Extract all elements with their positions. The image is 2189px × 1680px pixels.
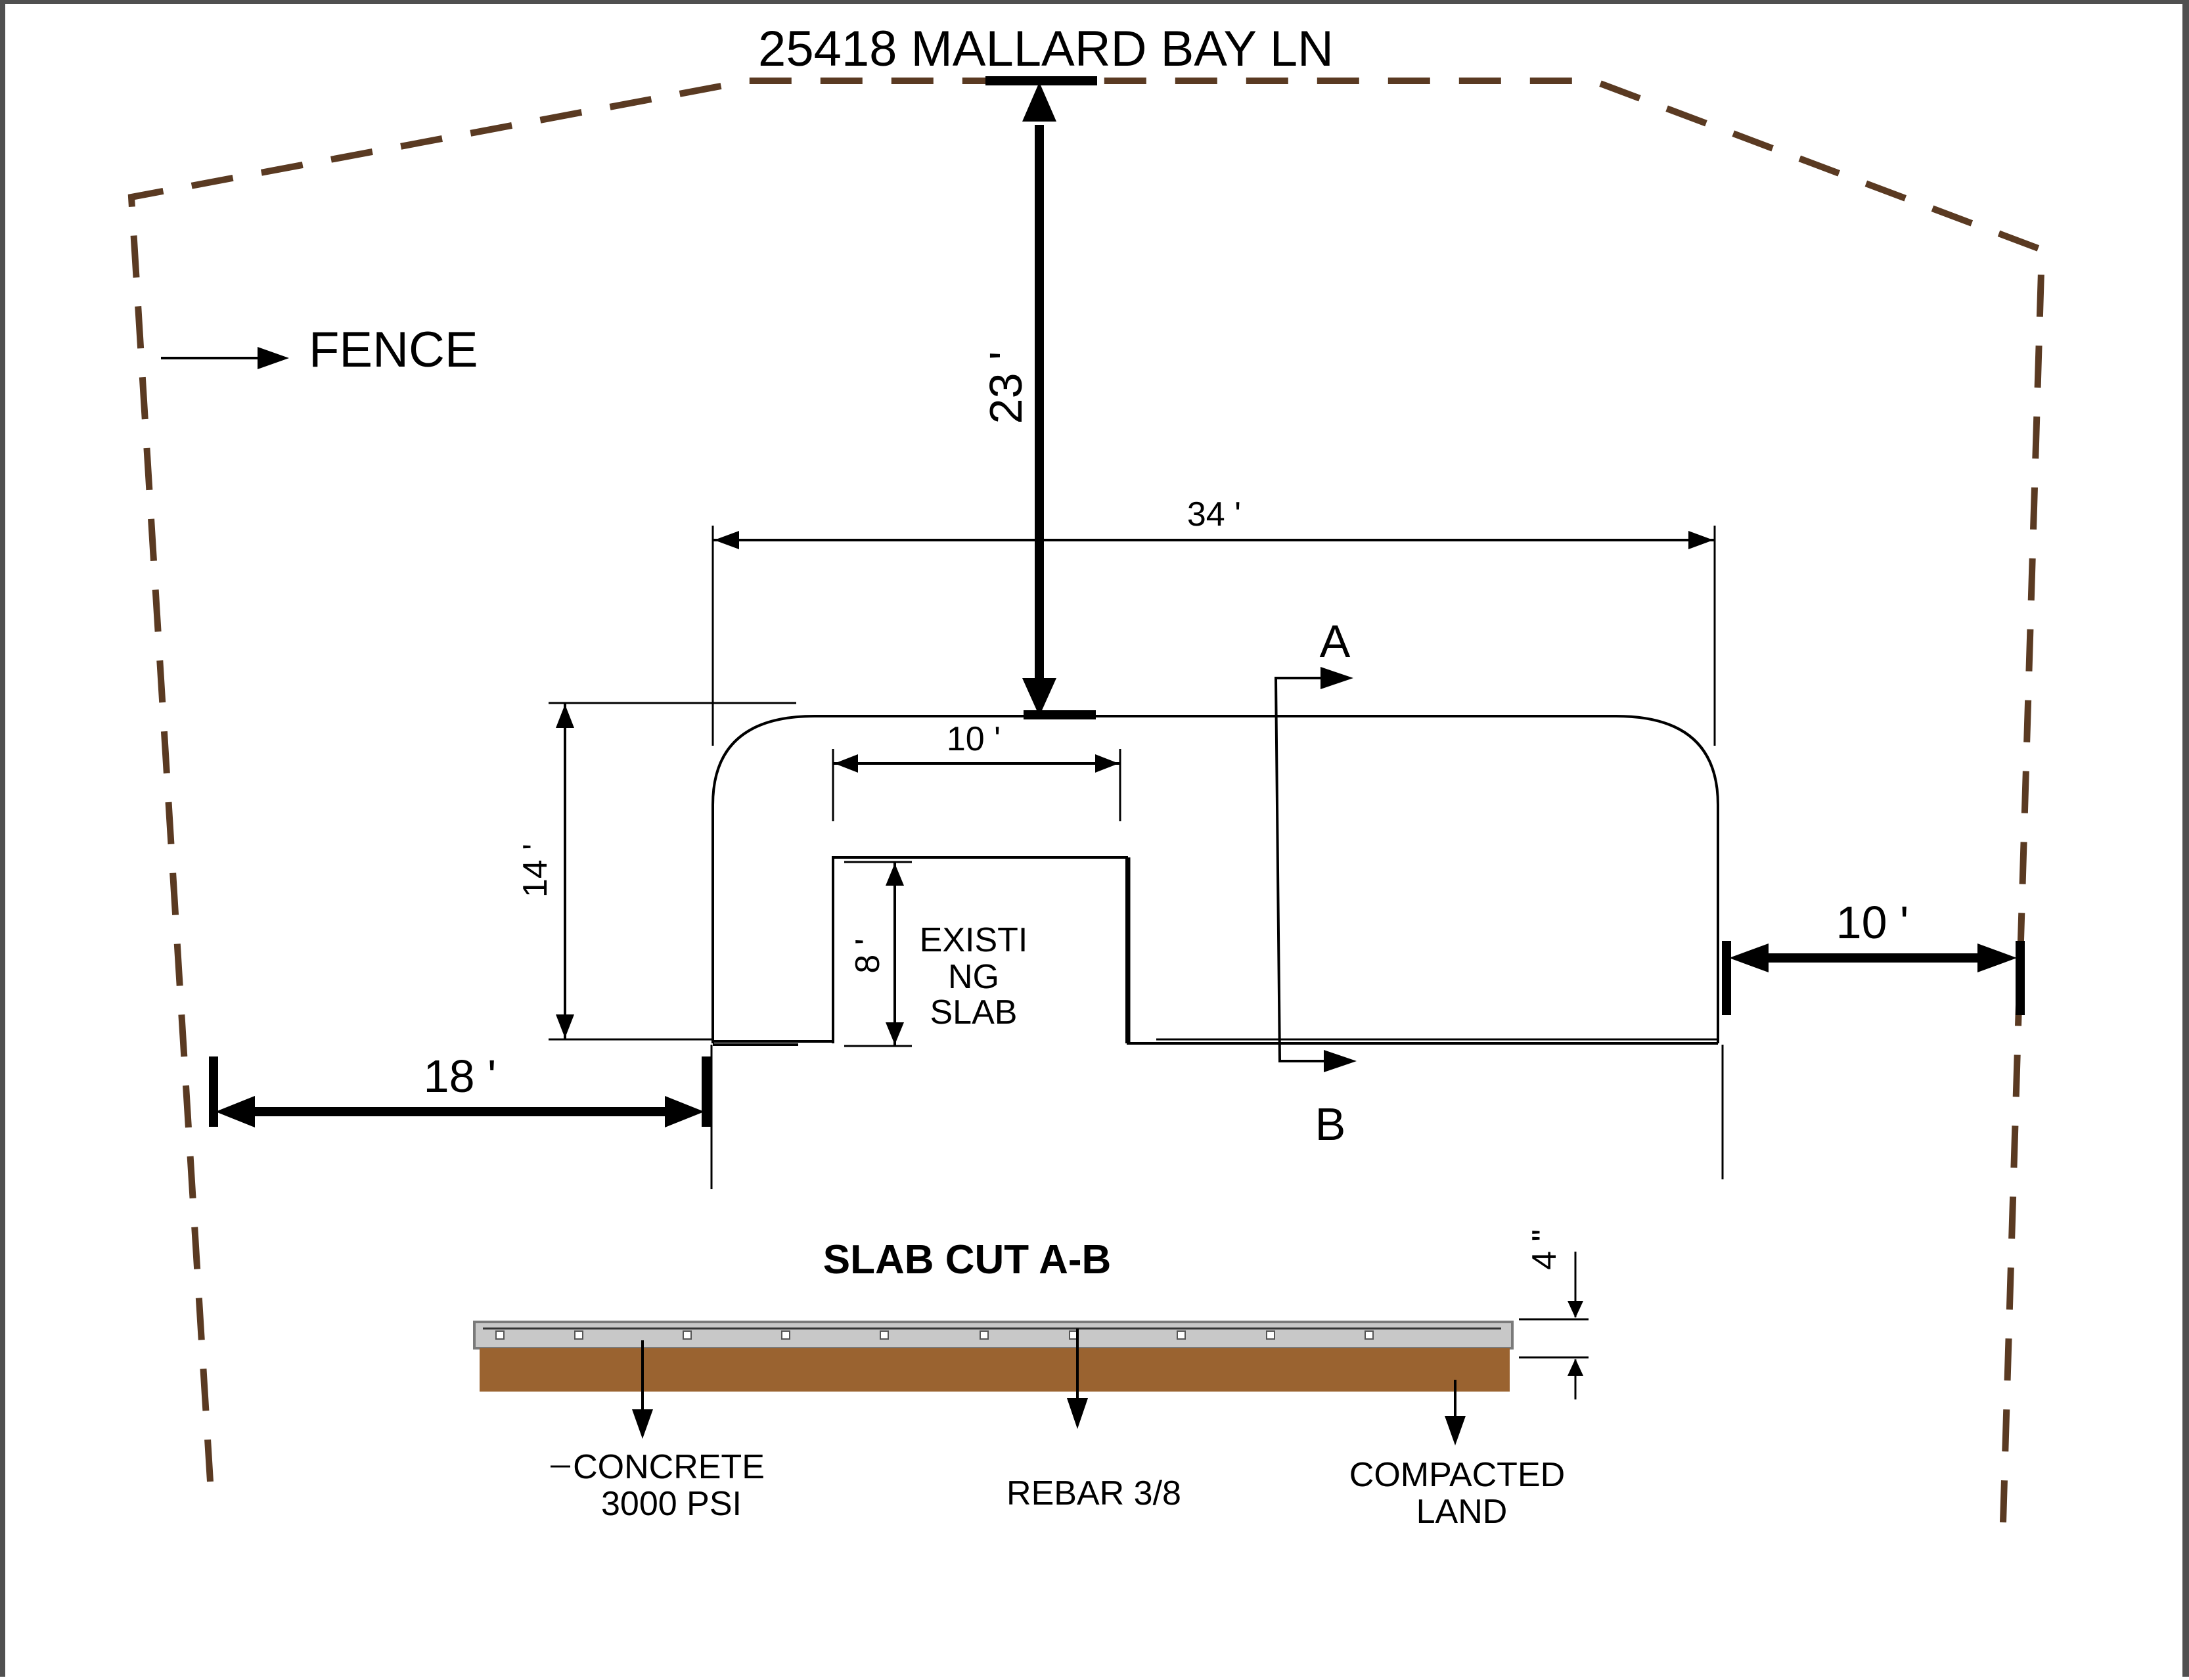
frame-right (2182, 0, 2189, 1677)
slab-width-arrow-right (1688, 531, 1713, 549)
rebar-dot (1266, 1330, 1275, 1340)
existing-slab-label: EXISTI NG SLAB (920, 921, 1028, 1032)
land-label-line-1: COMPACTED (1349, 1456, 1565, 1494)
fence-label: FENCE (309, 322, 478, 378)
existing-depth-label: 8 ' (849, 938, 887, 973)
thickness-arrow-top (1568, 1301, 1583, 1318)
existing-width-arrow-right (1095, 754, 1119, 773)
street-setback-label: 23 ' (980, 352, 1031, 424)
right-setback-label: 10 ' (1836, 897, 1909, 948)
fence-arrow-head (258, 347, 289, 369)
section-arrow-a (1320, 667, 1353, 689)
left-setback-arrow-left (215, 1096, 255, 1127)
rebar-dot (683, 1330, 692, 1340)
land-label-line-2: LAND (1416, 1493, 1508, 1531)
existing-width-arrow-left (834, 754, 858, 773)
rebar-dot (574, 1330, 583, 1340)
section-cut-line (1274, 677, 1334, 1062)
left-setback-label: 18 ' (424, 1051, 497, 1102)
thickness-arrow-bottom (1568, 1359, 1583, 1376)
address-label: 25418 MALLARD BAY LN (758, 21, 1334, 77)
slab-depth-label: 14 ' (516, 844, 554, 897)
slab-depth-arrow-top (556, 704, 574, 728)
slab-depth-arrow-bottom (556, 1014, 574, 1038)
section-arrow-b (1324, 1050, 1357, 1072)
frame-left (0, 0, 5, 1677)
concrete-callout-arrow (632, 1409, 653, 1439)
rebar-dot (980, 1330, 989, 1340)
rebar-dot (880, 1330, 889, 1340)
concrete-label-line-1: CONCRETE (573, 1448, 765, 1486)
right-setback-arrow-right (1977, 943, 2017, 972)
street-setback-arrow-bottom (1022, 678, 1056, 716)
rebar-label: REBAR 3/8 (1006, 1474, 1181, 1512)
rebar-dot (1177, 1330, 1186, 1340)
slab-width-label: 34 ' (1187, 495, 1241, 534)
slab-cut-concrete (473, 1321, 1514, 1350)
section-marker-a: A (1320, 616, 1351, 667)
concrete-label-line-2: 3000 PSI (601, 1485, 742, 1523)
street-setback-arrow-top (1022, 82, 1056, 122)
existing-width-label: 10 ' (947, 720, 1001, 758)
slab-width-arrow-left (714, 531, 739, 549)
existing-slab-label-line-1: EXISTI (920, 921, 1028, 959)
right-setback-arrow-left (1729, 943, 1769, 972)
existing-slab-label-line-2: NG (948, 958, 999, 996)
rebar-dot (781, 1330, 790, 1340)
existing-slab-label-line-3: SLAB (930, 993, 1018, 1032)
section-marker-b: B (1315, 1099, 1346, 1150)
rebar-dot (495, 1330, 505, 1340)
rebar-dot (1365, 1330, 1374, 1340)
slab-cut-rebar-dots (495, 1330, 1374, 1340)
left-setback-arrow-right (665, 1096, 704, 1127)
slab-cut-title: SLAB CUT A-B (823, 1237, 1112, 1283)
thickness-label: 4 " (1525, 1229, 1564, 1270)
land-callout-arrow (1445, 1416, 1466, 1445)
new-slab-outline (711, 715, 1719, 1043)
slab-cut-compacted-land (480, 1348, 1510, 1392)
existing-depth-arrow-bottom (886, 1022, 904, 1045)
existing-depth-arrow-top (886, 863, 904, 886)
frame-top (0, 0, 2189, 4)
rebar-callout-arrow (1067, 1398, 1088, 1429)
property-line (127, 78, 2046, 1545)
